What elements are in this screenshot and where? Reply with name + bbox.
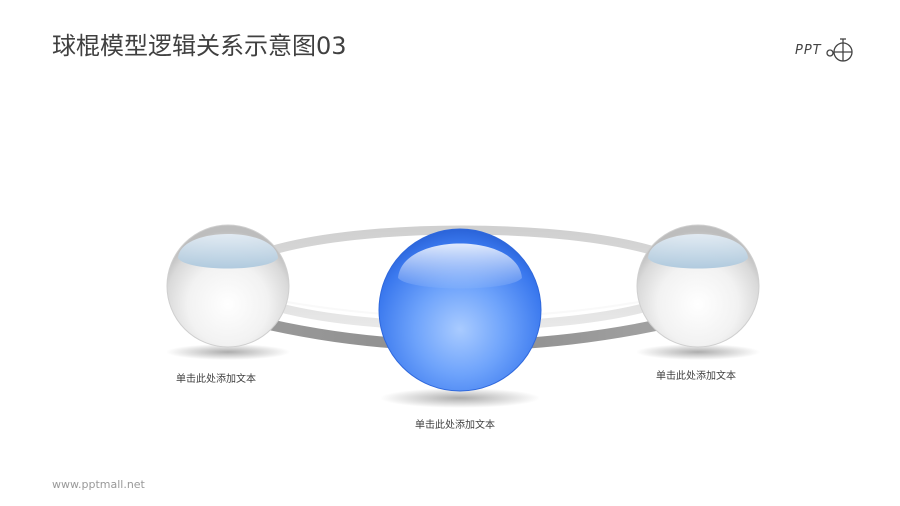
footer-url: www.pptmall.net bbox=[52, 478, 145, 491]
left-sphere-shadow bbox=[166, 344, 290, 360]
center-sphere bbox=[378, 228, 542, 392]
right-sphere-shadow bbox=[636, 344, 760, 360]
right-sphere bbox=[636, 224, 760, 348]
center-sphere-shadow bbox=[380, 388, 540, 408]
logo: PPT bbox=[795, 36, 854, 64]
left-text-label[interactable]: 单击此处添加文本 bbox=[176, 374, 256, 385]
center-text-label[interactable]: 单击此处添加文本 bbox=[415, 420, 495, 431]
right-text-label[interactable]: 单击此处添加文本 bbox=[656, 371, 736, 382]
left-sphere bbox=[166, 224, 290, 348]
ppt-logo-icon bbox=[825, 38, 853, 62]
logo-text: PPT bbox=[795, 42, 822, 58]
page-title: 球棍模型逻辑关系示意图03 bbox=[52, 32, 347, 60]
